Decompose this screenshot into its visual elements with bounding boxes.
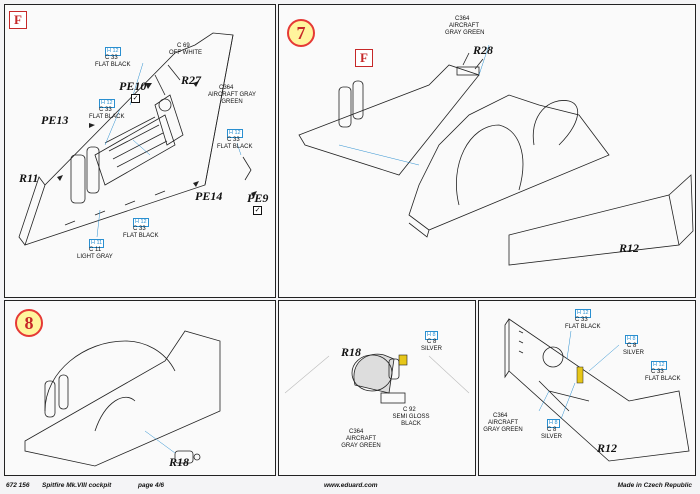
cockpit-drawing-8 (24, 330, 221, 467)
paint-c-code: C364 (349, 429, 364, 435)
footer-code: 672 156 (6, 482, 30, 489)
paint-name: SILVER (623, 350, 644, 356)
paint-name: AIRCRAFT GRAY GREEN (341, 436, 381, 449)
paint-name: GRAY GREEN (445, 30, 485, 36)
paint-c-code: C 33 (651, 369, 664, 375)
paint-c-code: C 33 (575, 317, 588, 323)
paint-h-code: H 12 (99, 99, 115, 108)
paint-h-code: H 8 (425, 331, 438, 340)
part-label: R18 (341, 345, 362, 359)
panel-top-left: F H 12 C 33 FLAT BLACK C 69 OFF WHITE H … (4, 4, 276, 298)
paint-h-code: H 12 (133, 218, 149, 227)
paint-c-code: C 8 (427, 339, 437, 345)
panel-bottom-middle: R18 H 8 C 8 SILVER C 92 SEMI GLOSS BLACK… (278, 300, 476, 476)
check-box: ✓ (253, 206, 262, 215)
paint-h-code: H 8 (625, 335, 638, 344)
part-label: R12 (597, 441, 618, 455)
paint-name: FLAT BLACK (565, 324, 601, 330)
paint-c-code: C364 (219, 85, 234, 91)
paint-name: FLAT BLACK (95, 62, 131, 68)
part-label: R18 (169, 455, 190, 469)
part-label: R28 (473, 43, 494, 57)
paint-name: AIRCRAFT GRAY GREEN (483, 420, 523, 433)
panel-top-right: 7 F C364 AIRCRAFT GRAY GREEN R28 R12 (278, 4, 696, 298)
paint-name: SILVER (421, 346, 442, 352)
sidewall-drawing-right (504, 318, 690, 462)
part-label: PE14 (195, 189, 223, 203)
footer-page: page 4/6 (138, 482, 165, 489)
paint-c-code: C364 (455, 16, 470, 22)
part-label: PE9 (247, 191, 269, 205)
cockpit-drawing-7 (298, 44, 694, 266)
paint-h-code: H 12 (575, 309, 591, 318)
paint-name: FLAT BLACK (217, 144, 253, 150)
paint-c-code: C 33 (99, 107, 112, 113)
step-number: 7 (287, 19, 315, 47)
footer-title: Spitfire Mk.VIII cockpit (42, 482, 112, 489)
step-number: 8 (15, 309, 43, 337)
paint-c-code: C 33 (105, 55, 118, 61)
part-label: R27 (181, 73, 202, 87)
part-label: R12 (619, 241, 640, 255)
paint-c-code: C364 (493, 413, 508, 419)
paint-name: SEMI GLOSS BLACK (392, 414, 430, 427)
paint-c-code: C 8 (627, 343, 637, 349)
paint-c-code: C 33 (227, 137, 240, 143)
paint-name: FLAT BLACK (123, 233, 159, 239)
footer-bar: 672 156 Spitfire Mk.VIII cockpit page 4/… (2, 480, 698, 492)
footer-url[interactable]: www.eduard.com (324, 482, 378, 489)
panel-bottom-left: 8 R18 (4, 300, 276, 476)
part-label: PE10 (119, 79, 147, 93)
sidewall-drawing-left (18, 32, 257, 246)
paint-c-code: C 69 (177, 43, 190, 49)
paint-h-code: H 12 (105, 47, 121, 56)
paint-h-code: H 11 (89, 239, 105, 248)
part-label: PE13 (41, 113, 69, 127)
paint-name: AIRCRAFT GRAY GREEN (207, 92, 257, 105)
paint-c-code: C 8 (547, 427, 557, 433)
footer-made: Made in Czech Republic (617, 482, 692, 489)
panel-bottom-right: H 12 C 33 FLAT BLACK H 8 C 8 SILVER H 12… (478, 300, 696, 476)
paint-name: SILVER (541, 434, 562, 440)
paint-name: FLAT BLACK (645, 376, 681, 382)
check-box: ✓ (131, 94, 140, 103)
flag-f: F (355, 49, 373, 67)
r18-drawing (284, 353, 470, 404)
paint-h-code: H 12 (227, 129, 243, 138)
paint-h-code: H 12 (651, 361, 667, 370)
paint-name: FLAT BLACK (89, 114, 125, 120)
paint-name: AIRCRAFT (449, 23, 479, 29)
paint-c-code: C 11 (89, 247, 102, 253)
flag-f: F (9, 11, 27, 29)
paint-c-code: C 33 (133, 226, 146, 232)
paint-name: LIGHT GRAY (77, 254, 113, 260)
part-label: R11 (19, 171, 39, 185)
paint-c-code: C 92 (403, 407, 416, 413)
paint-name: OFF WHITE (169, 50, 202, 56)
paint-h-code: H 8 (547, 419, 560, 428)
